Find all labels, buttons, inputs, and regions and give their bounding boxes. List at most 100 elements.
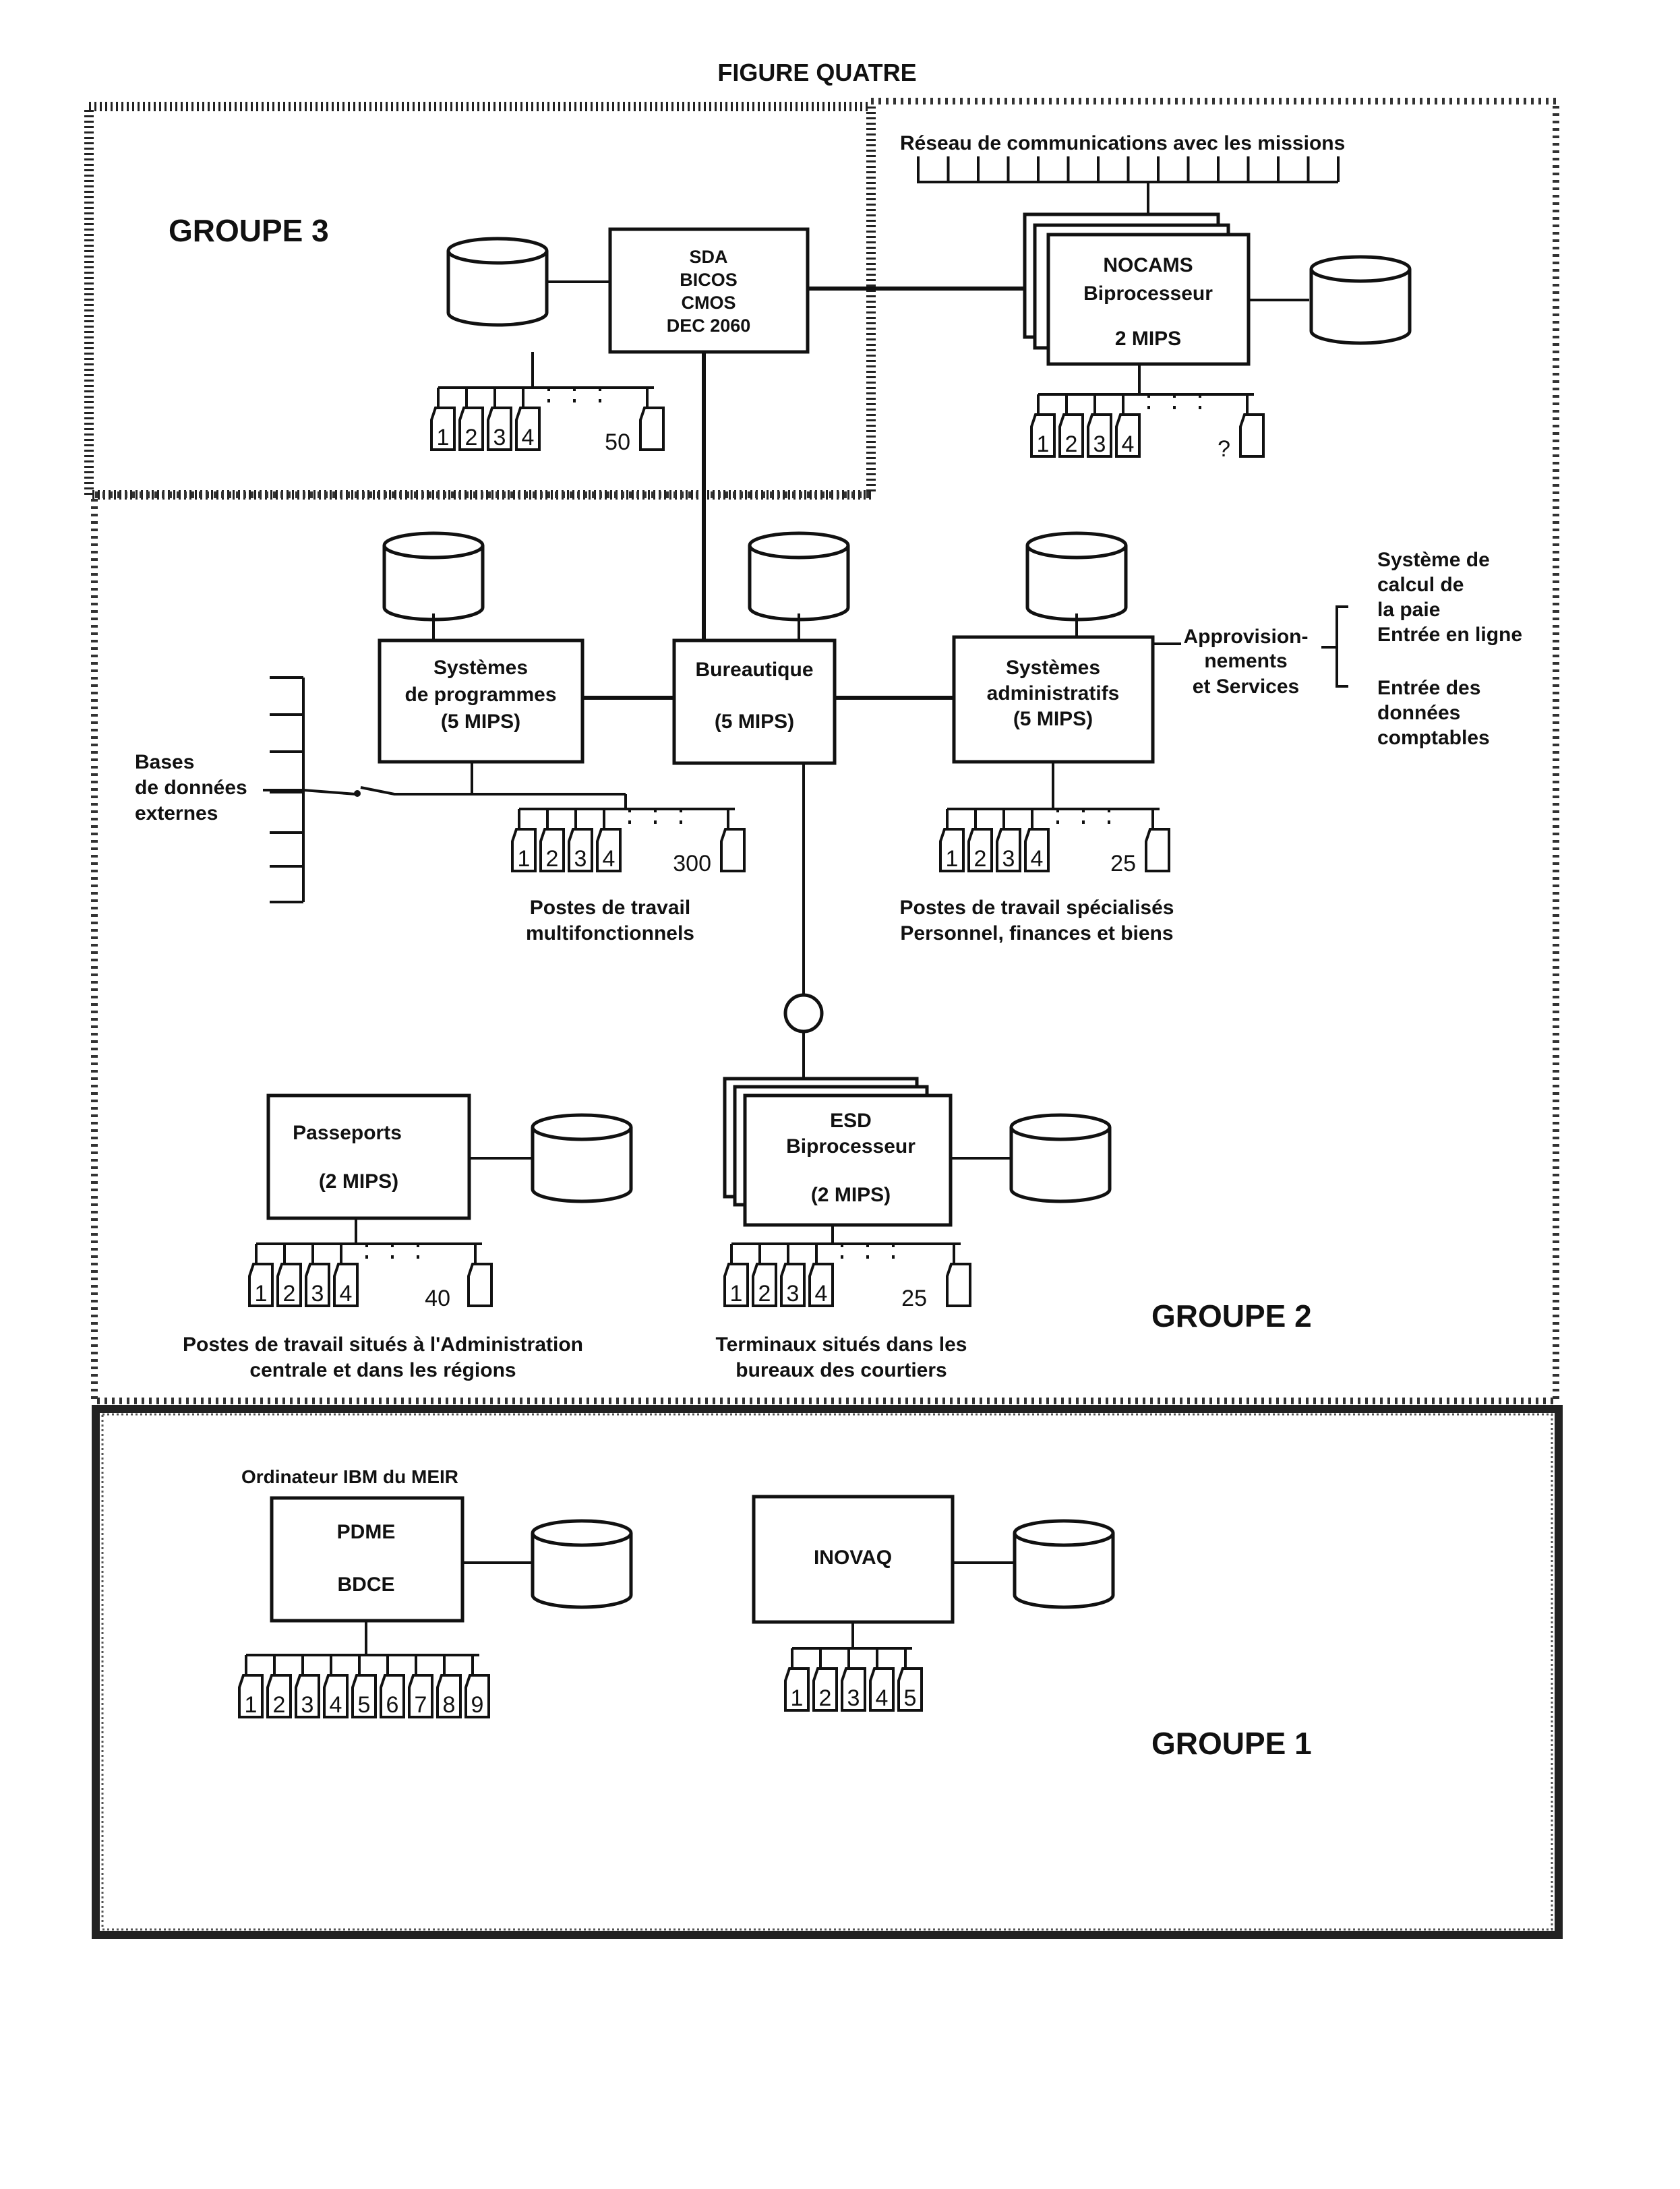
esd-line-3: (2 MIPS): [811, 1184, 891, 1206]
right-note-bottom-1: Entrée des: [1377, 677, 1480, 699]
terminal-count: 25: [901, 1286, 927, 1311]
ibm-rect: [270, 1496, 464, 1623]
terminal-icon: 2: [276, 1263, 302, 1307]
nocams-rect: [1046, 233, 1251, 366]
terminal-number: 7: [415, 1692, 427, 1718]
passeports-line-2: (2 MIPS): [319, 1170, 398, 1193]
disk-icon: [1009, 1113, 1112, 1203]
terminal-icon: 4: [1024, 828, 1050, 872]
terminal-number: 1: [730, 1281, 743, 1307]
group-2-label: GROUPE 2: [1151, 1298, 1312, 1333]
terminal-number: 3: [1002, 846, 1015, 872]
nocams-line-3: 2 MIPS: [1115, 328, 1181, 350]
terminal-icon: 1: [723, 1263, 749, 1307]
terminal-icon: 2: [539, 828, 565, 872]
terminal-icon: 3: [996, 828, 1021, 872]
nocams-box: NOCAMS Biprocesseur 2 MIPS: [1023, 212, 1251, 366]
terminal-number: 3: [574, 846, 587, 872]
terminal-icon: 1: [238, 1674, 264, 1718]
disk-icon: [446, 237, 549, 327]
terminal-number: 6: [386, 1692, 399, 1718]
programmes-line-1: Systèmes: [433, 657, 528, 679]
right-note-bottom-3: comptables: [1377, 727, 1490, 749]
terminal-icon: 4: [596, 828, 622, 872]
terminal-number: 4: [603, 846, 616, 872]
terminal-icon: 7: [408, 1674, 433, 1718]
esd-line-2: Biprocesseur: [786, 1135, 916, 1158]
storage-disks: [382, 237, 1412, 1609]
sda-line-3: CMOS: [682, 293, 736, 313]
bracket-right-notes: [1321, 605, 1348, 688]
esd-line-1: ESD: [830, 1110, 872, 1132]
terminal-count: ?: [1218, 436, 1230, 462]
terminal-number: 3: [493, 425, 506, 450]
disk-icon: [1309, 255, 1412, 345]
terminal-number: 1: [1037, 431, 1050, 457]
terminal-number: 3: [847, 1685, 860, 1711]
terminal-icon: 2: [812, 1667, 838, 1712]
terminal-icon: [1239, 413, 1265, 458]
group-1-border: [92, 1405, 1563, 1939]
terminal-icon: 2: [967, 828, 993, 872]
terminal-icon: 3: [487, 407, 512, 451]
passeports-box: Passeports (2 MIPS): [266, 1093, 533, 1220]
approvisionnements-label: Approvision- nements et Services: [1184, 626, 1309, 698]
terminal-number: 3: [311, 1281, 324, 1307]
terminal-icon: 4: [869, 1667, 895, 1712]
terminal-icon: 4: [1115, 413, 1141, 458]
group-1-label: GROUPE 1: [1151, 1726, 1312, 1761]
terminal-icon: 1: [784, 1667, 810, 1712]
terminal-number: 1: [245, 1692, 258, 1718]
approv-line-2: nements: [1204, 650, 1287, 672]
inovaq-box: INOVAQ: [752, 1495, 1015, 1624]
terminal-icon: 9: [464, 1674, 490, 1718]
terminal-icon: 3: [780, 1263, 806, 1307]
figure-title: FIGURE QUATRE: [717, 59, 916, 86]
switch-contact: [354, 790, 361, 797]
terminal-icon: 2: [266, 1674, 292, 1718]
sda-line-4: DEC 2060: [667, 316, 751, 336]
terminal-number: 8: [443, 1692, 456, 1718]
terminal-icon: 3: [295, 1674, 320, 1718]
nocams-line-1: NOCAMS: [1103, 254, 1193, 276]
sda-rect: [608, 227, 810, 354]
terminal-number: 9: [471, 1692, 484, 1718]
terminal-icon: [1145, 828, 1170, 872]
terminal-number: 4: [522, 425, 535, 450]
disk-icon: [531, 1113, 633, 1203]
external-db-switch: [263, 762, 473, 796]
terminal-number: 2: [465, 425, 478, 450]
terminal-icon: 1: [248, 1263, 274, 1307]
terminal-number: 2: [758, 1281, 771, 1307]
terminal-number: 3: [787, 1281, 800, 1307]
administratifs-caption-1: Postes de travail spécialisés: [900, 897, 1174, 919]
bureautique-line-2: (5 MIPS): [715, 711, 794, 733]
esd-box: ESD Biprocesseur (2 MIPS): [723, 1077, 1011, 1227]
external-db-line-1: Bases: [135, 751, 194, 773]
esd-rect: [743, 1093, 953, 1227]
terminal-number: 4: [1122, 431, 1135, 457]
terminal-icon: 3: [305, 1263, 330, 1307]
terminal-icon: 8: [436, 1674, 462, 1718]
terminal-count: 50: [605, 429, 630, 455]
terminal-icon: 2: [1058, 413, 1084, 458]
terminal-number: 4: [330, 1692, 342, 1718]
terminal-number: 4: [815, 1281, 828, 1307]
administratifs-line-3: (5 MIPS): [1013, 708, 1093, 730]
terminal-number: 4: [340, 1281, 353, 1307]
disk-icon: [1013, 1519, 1115, 1609]
terminal-number: 2: [1065, 431, 1078, 457]
programmes-line-2: de programmes: [404, 684, 556, 706]
terminal-number: 2: [974, 846, 987, 872]
bureautique-box: Bureautique (5 MIPS): [672, 638, 837, 765]
terminal-number: 1: [946, 846, 959, 872]
sda-line-2: BICOS: [680, 270, 738, 290]
bureautique-caption-1: Postes de travail: [530, 897, 690, 919]
terminal-number: 4: [876, 1685, 889, 1711]
